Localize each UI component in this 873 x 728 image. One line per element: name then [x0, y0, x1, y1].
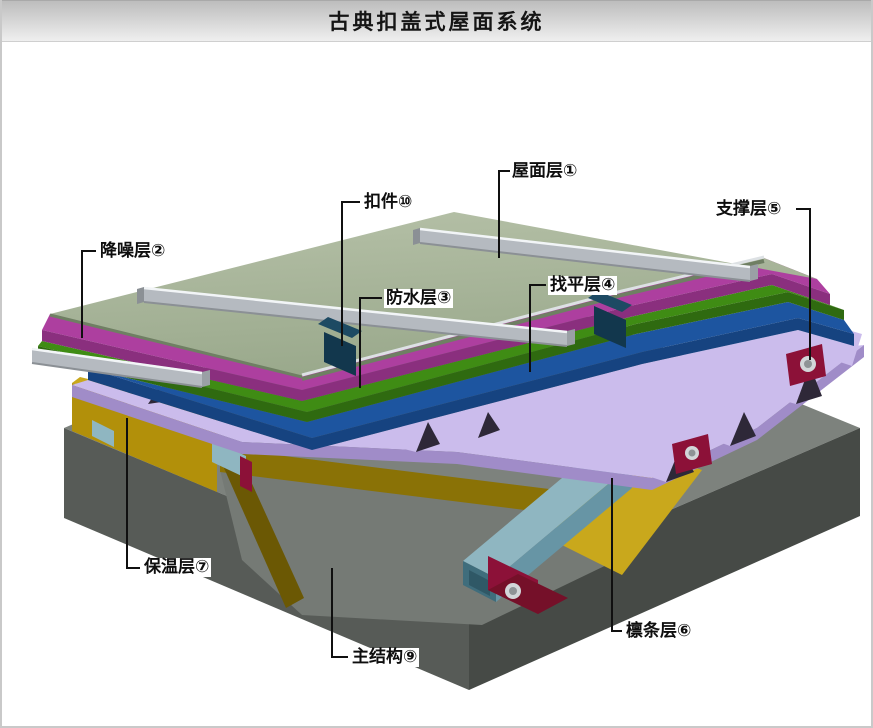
label-structure: 主结构⑨ [350, 647, 420, 667]
purlin-bracket-bolt-hex [509, 587, 517, 595]
support-rib-shadow [478, 412, 500, 438]
roof-left-edge [49, 313, 303, 379]
leader-noise-layer [81, 250, 96, 338]
purlin-end-bracket-base [488, 574, 568, 614]
noise-layer-face [42, 274, 830, 401]
anchor-bracket-bolt-hex [804, 360, 812, 368]
support-rib [642, 442, 680, 482]
support-layer-surface [72, 330, 864, 478]
notch-left-wall [216, 444, 304, 608]
waterproof-layer-face [38, 292, 844, 422]
seam-clip [318, 317, 362, 376]
leader-lines [81, 170, 811, 658]
purlin-stub-far-left [92, 420, 114, 447]
label-leveling-layer: 找平层④ [548, 275, 618, 295]
leveling-layer-surface [38, 302, 854, 438]
notch-back-wall [220, 448, 557, 514]
support-rib [392, 418, 428, 452]
leader-structure [331, 568, 348, 658]
label-insulation-layer: 保温层⑦ [142, 557, 212, 577]
label-roof-layer: 屋面层① [510, 161, 580, 181]
anchor-bracket-bolt-hex [688, 449, 696, 457]
support-rib-shadow [416, 422, 440, 452]
support-rib [834, 330, 862, 366]
label-purlin-layer: 檩条层⑥ [624, 621, 694, 641]
seam-cap-strip [137, 286, 575, 347]
leader-roof-layer [498, 170, 510, 258]
label-fastener: 扣件⑩ [362, 192, 415, 212]
bracket-sliver-left [240, 456, 252, 492]
leader-waterproof-layer [359, 297, 382, 388]
title-bar: 古典扣盖式屋面系统 [2, 0, 871, 42]
support-rib-shadow [796, 366, 822, 404]
label-noise-layer: 降噪层② [98, 241, 168, 261]
support-rib [454, 408, 488, 438]
leveling-layer-face [88, 318, 854, 450]
seam-cap-strip [413, 227, 758, 282]
leader-insulation-layer [126, 418, 140, 569]
seam-cap-strip [31, 347, 210, 388]
purlin-beam-end-inner [469, 570, 490, 596]
purlin-stub-left [212, 440, 246, 478]
seam-clip [588, 291, 632, 348]
waterproof-layer-surface [38, 285, 844, 412]
label-waterproof-layer: 防水层③ [384, 288, 454, 308]
purlin-beam-side [496, 464, 632, 602]
leader-support-layer [796, 208, 811, 360]
label-support-layer: 支撑层⑤ [714, 199, 784, 219]
leader-purlin-layer [611, 478, 622, 632]
leader-leveling-layer [529, 284, 546, 372]
slab-front-right-face [469, 428, 860, 690]
leader-fastener [341, 201, 360, 346]
support-layer-edge [72, 345, 864, 490]
support-rib [708, 406, 744, 446]
support-rib-shadow [730, 412, 756, 446]
page-title: 古典扣盖式屋面系统 [328, 10, 545, 34]
